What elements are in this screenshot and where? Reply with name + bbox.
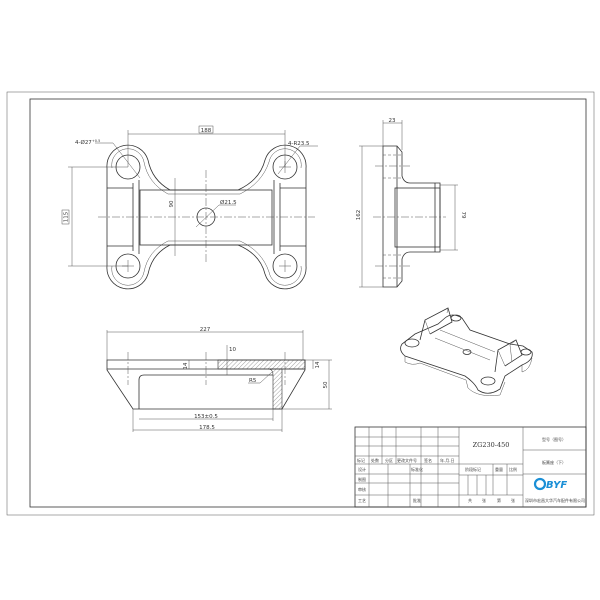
- header-signature: 签名: [424, 457, 432, 463]
- company-logo: BYF: [533, 477, 567, 491]
- sheet-unit: 张: [511, 497, 515, 503]
- dim-center-hole: Ø21.5: [220, 199, 237, 206]
- sheet-number: 第: [497, 497, 501, 503]
- svg-text:BYF: BYF: [546, 480, 567, 491]
- model-label: 型号（图号）: [542, 436, 566, 442]
- sheets-unit: 张: [482, 497, 486, 503]
- role-drafting: 制图: [358, 476, 366, 482]
- isometric-view: [400, 307, 533, 396]
- weight-label: 重量: [495, 466, 503, 472]
- header-date: 年.月.日: [440, 457, 455, 463]
- header-zone: 分区: [385, 457, 393, 463]
- dim-overall-length: 227: [200, 327, 211, 333]
- dim-rib: 10: [229, 347, 236, 353]
- dim-plate-thickness-right: 14: [315, 361, 321, 368]
- dim-hole-spacing-y: 115: [64, 211, 70, 222]
- inner-border: [29, 98, 587, 508]
- dim-hole-spec: 4-Ø27+0.5: [75, 139, 100, 146]
- role-design: 设计: [358, 466, 366, 472]
- stage-mark-label: 阶段标记: [465, 466, 481, 472]
- role-review: 审核: [358, 486, 366, 492]
- side-view: 23 162 79: [356, 118, 466, 288]
- section-view: 227 10 14 14 R5 50 153±0.5 178.5: [106, 327, 332, 432]
- dim-boss-height: 79: [460, 212, 466, 219]
- plan-view: 188 115 90 Ø21.5 4-Ø27+0.5 4-R23.5: [61, 125, 318, 290]
- dim-web-width: 90: [169, 200, 175, 207]
- scale-label: 比例: [509, 466, 517, 472]
- dim-height: 162: [356, 210, 362, 221]
- header-change-doc: 更改文件号: [397, 457, 417, 463]
- mounting-hole: [272, 253, 298, 279]
- sheets-total: 共: [468, 497, 472, 503]
- dim-base-length: 178.5: [199, 425, 215, 431]
- standardization-label: 标准化: [411, 466, 423, 472]
- title-block: 标记 处数 分区 更改文件号 签名 年.月.日 设计 制图 审核 工艺 标准化 …: [354, 426, 587, 508]
- header-count: 处数: [371, 457, 379, 463]
- part-name: 板簧座（下）: [542, 459, 566, 465]
- role-process: 工艺: [358, 498, 366, 503]
- dim-radius: 4-R23.5: [288, 141, 310, 147]
- dim-fillet: R5: [249, 378, 257, 384]
- dim-inner-length: 153±0.5: [194, 414, 218, 420]
- company-name: 深圳市宏昌大华汽车配件有限公司: [525, 497, 585, 503]
- dim-flange-thickness: 23: [389, 118, 396, 124]
- dim-hole-spacing-x: 188: [201, 128, 212, 134]
- outer-border: [6, 91, 595, 516]
- approve-label: 批准: [413, 497, 421, 503]
- dim-depth: 50: [323, 381, 329, 388]
- header-mark: 标记: [357, 457, 365, 463]
- material: ZG230-450: [473, 441, 510, 449]
- dim-plate-thickness-left: 14: [183, 362, 189, 369]
